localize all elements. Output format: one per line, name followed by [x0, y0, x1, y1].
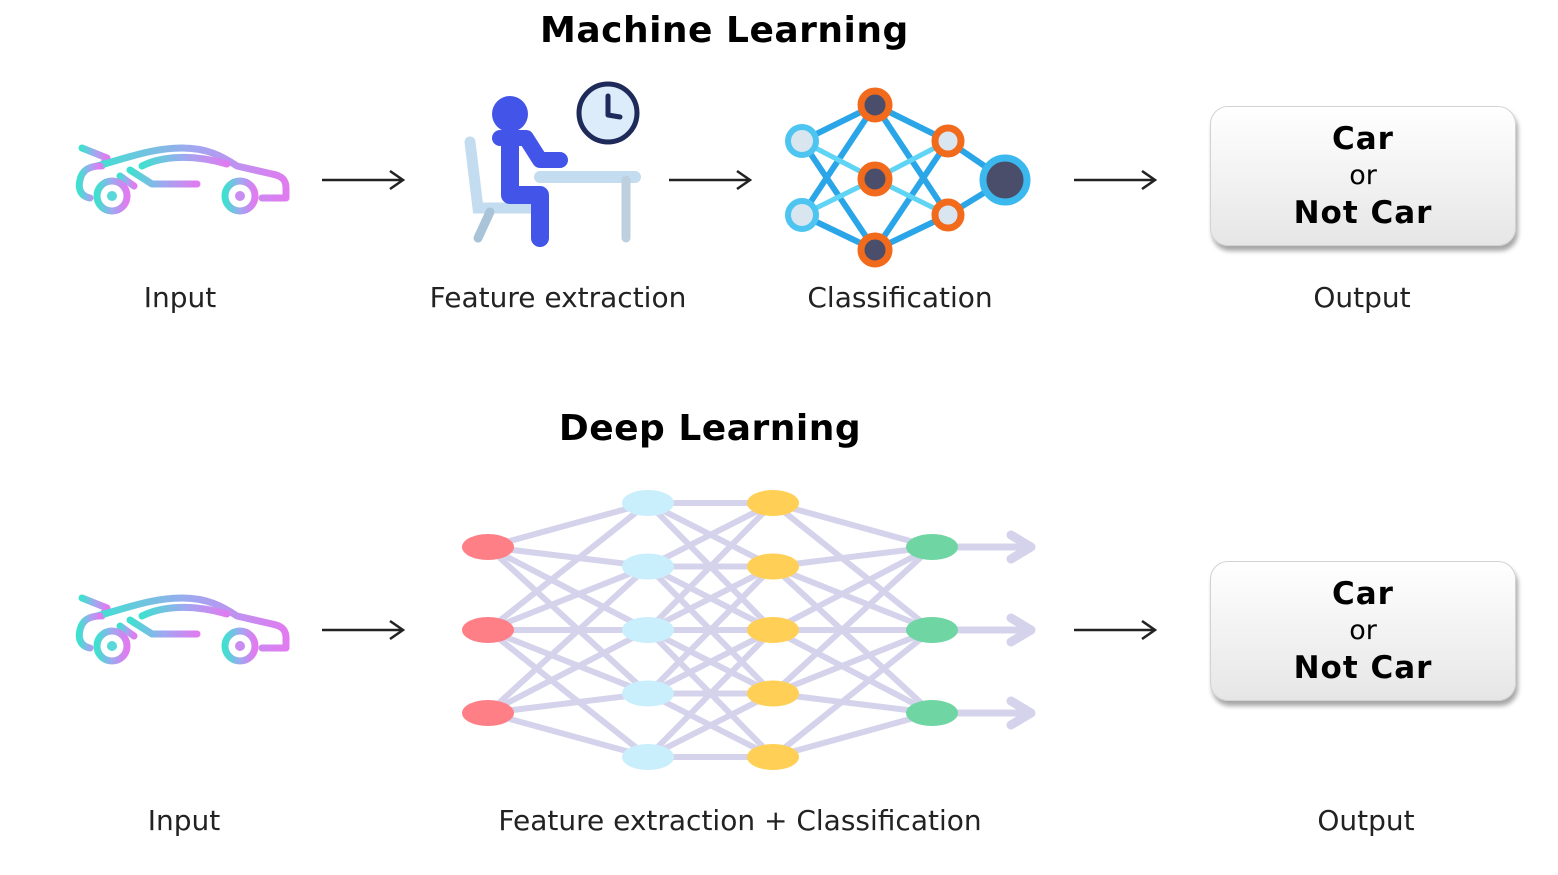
- car-icon: [75, 144, 290, 215]
- output-not-car-text: Not Car: [1293, 650, 1433, 686]
- ml-label-feature-extraction: Feature extraction: [429, 281, 687, 314]
- network-edge: [771, 544, 934, 633]
- ml-arrow-2: [667, 168, 757, 192]
- dl-output-box: Car or Not Car: [1210, 561, 1516, 701]
- ml-label-classification: Classification: [807, 281, 993, 314]
- output-arrow-head: [1006, 530, 1036, 564]
- dl-label-output: Output: [1317, 804, 1415, 837]
- network-edge: [486, 627, 650, 716]
- input-node: [462, 700, 514, 726]
- ml-label-input: Input: [143, 281, 217, 314]
- network-edge: [487, 710, 649, 760]
- network-edge: [772, 690, 933, 716]
- dl-label-input: Input: [147, 804, 221, 837]
- dl-arrow-1: [320, 618, 410, 642]
- output-car-text: Car: [1332, 576, 1394, 612]
- output-node: [906, 617, 958, 643]
- network-edge: [771, 627, 934, 697]
- output-arrow-head: [1006, 696, 1036, 730]
- dl-arrow-2: [1072, 618, 1162, 642]
- hidden-node-2: [747, 617, 799, 643]
- dl-label-feature-extraction-classification: Feature extraction + Classification: [498, 804, 982, 837]
- deep-learning-title: Deep Learning: [558, 408, 862, 449]
- output-car-text: Car: [1332, 121, 1394, 157]
- neural-network-icon: [780, 85, 1040, 270]
- network-edge: [485, 564, 651, 716]
- input-node: [462, 534, 514, 560]
- network-edge: [772, 710, 933, 760]
- network-edge: [646, 690, 775, 760]
- network-edge: [771, 500, 934, 633]
- hidden-node-1: [622, 744, 674, 770]
- network-edge: [770, 544, 935, 696]
- output-not-car-text: Not Car: [1293, 195, 1433, 231]
- output-arrow-head: [1006, 613, 1036, 647]
- network-edge: [486, 544, 650, 633]
- network-edge: [646, 563, 775, 633]
- output-or-text: or: [1349, 615, 1377, 646]
- output-node: [906, 700, 958, 726]
- network-edge: [771, 627, 934, 760]
- deep-neural-network-icon: [455, 480, 1055, 780]
- network-edge: [486, 627, 650, 697]
- network-edge: [771, 563, 934, 633]
- network-edge: [646, 500, 775, 570]
- network-edge: [487, 544, 649, 570]
- network-edge: [486, 627, 650, 760]
- network-edge: [487, 500, 649, 550]
- output-node: [906, 534, 958, 560]
- network-edge: [486, 500, 650, 633]
- network-edge: [486, 563, 650, 633]
- hidden-node-1: [622, 680, 674, 707]
- network-edge: [645, 564, 776, 696]
- car-icon: [75, 594, 290, 665]
- network-edge: [485, 544, 651, 696]
- network-edge: [771, 627, 934, 716]
- network-edge: [646, 627, 775, 697]
- network-edge: [772, 544, 933, 570]
- hidden-node-1: [622, 617, 674, 643]
- network-edge: [645, 500, 776, 633]
- ml-arrow-3: [1072, 168, 1162, 192]
- person-at-desk-icon: [460, 80, 645, 250]
- output-or-text: or: [1349, 160, 1377, 191]
- network-edge: [770, 564, 935, 716]
- dl-input-car-icon: [72, 588, 294, 670]
- network-edge: [487, 690, 649, 716]
- hidden-node-2: [747, 744, 799, 770]
- hidden-node-2: [747, 680, 799, 707]
- hidden-node-1: [622, 553, 674, 580]
- ml-label-output: Output: [1313, 281, 1411, 314]
- ml-output-box: Car or Not Car: [1210, 106, 1516, 246]
- machine-learning-title: Machine Learning: [540, 10, 909, 51]
- hidden-node-2: [747, 490, 799, 516]
- network-edge: [772, 500, 933, 550]
- network-edge: [645, 627, 776, 760]
- hidden-node-2: [747, 553, 799, 580]
- input-node: [462, 617, 514, 643]
- ml-input-car-icon: [72, 138, 294, 220]
- ml-arrow-1: [320, 168, 410, 192]
- hidden-node-1: [622, 490, 674, 516]
